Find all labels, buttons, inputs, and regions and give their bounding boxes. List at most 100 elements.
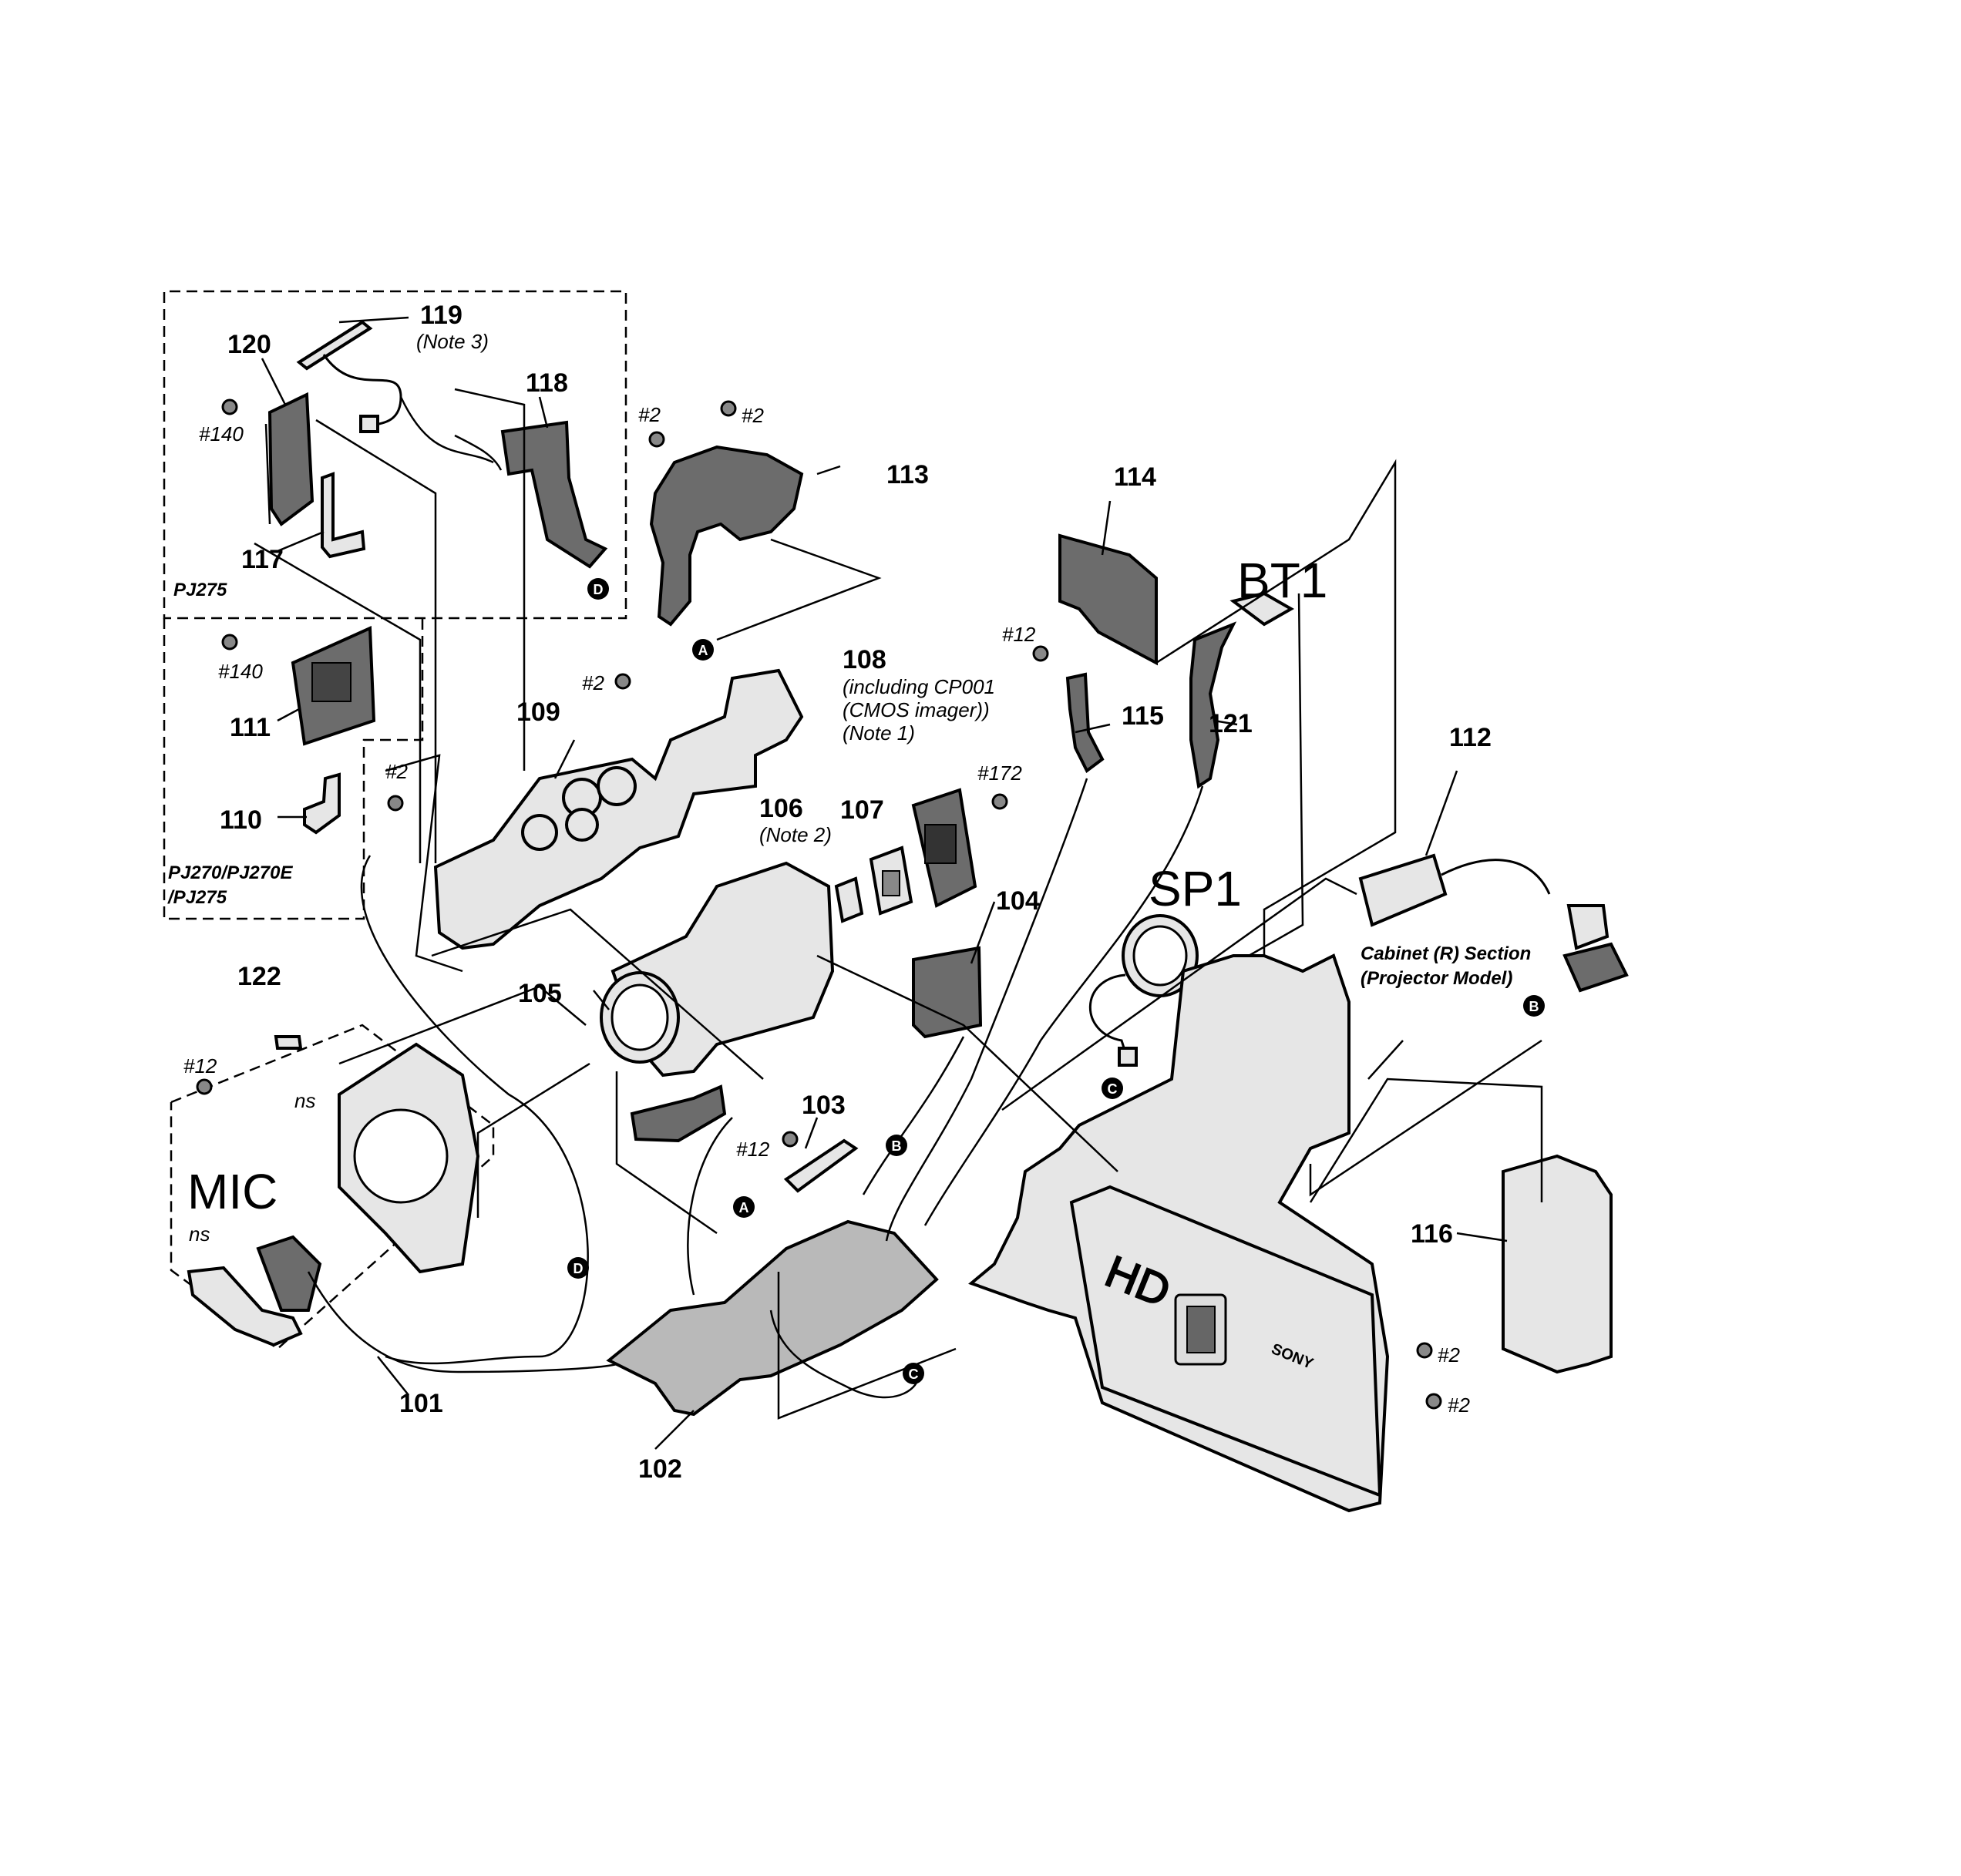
label-104: 104 xyxy=(996,886,1040,916)
label-112: 112 xyxy=(1449,723,1492,752)
part-104-block xyxy=(912,946,983,1039)
part-103-bracket xyxy=(783,1138,859,1193)
label-screw-2-c: #2 xyxy=(582,671,604,694)
part-122-rod xyxy=(274,1035,303,1050)
label-102: 102 xyxy=(638,1454,682,1484)
label-113: 113 xyxy=(886,460,929,489)
part-121-flex xyxy=(1189,621,1237,789)
label-pj270-line2: /PJ275 xyxy=(167,887,227,908)
ref-marker-c xyxy=(1102,1078,1123,1099)
mic-assembly xyxy=(187,1235,322,1347)
label-including-cp001: (including CP001 xyxy=(843,675,995,698)
part-107-filter xyxy=(869,846,913,916)
label-121: 121 xyxy=(1209,709,1253,738)
screw-icon xyxy=(221,398,238,415)
part-105-lens-block xyxy=(600,861,835,1078)
label-cabinet-line2: (Projector Model) xyxy=(1361,968,1512,989)
label-screw-2-b: #2 xyxy=(742,404,764,427)
label-mic: MIC xyxy=(187,1164,278,1219)
part-101-front-frame xyxy=(338,1042,480,1274)
label-118: 118 xyxy=(526,368,568,398)
ref-marker-c2 xyxy=(903,1363,924,1384)
part-119-flex-cable xyxy=(296,320,402,433)
label-106: 106 xyxy=(759,794,803,823)
label-cmos-imager: (CMOS imager)) xyxy=(843,698,990,721)
part-114-board xyxy=(1058,533,1158,666)
screw-icon xyxy=(720,400,737,417)
leader-lines xyxy=(254,316,1543,1450)
label-107: 107 xyxy=(840,795,884,825)
ref-marker-b2-label: B xyxy=(1529,999,1539,1014)
screw-icon xyxy=(387,795,404,812)
label-screw-2-d: #2 xyxy=(385,760,408,783)
sp1-speaker xyxy=(1088,914,1199,1067)
part-118-flex-board xyxy=(500,420,608,569)
part-120-bracket xyxy=(264,392,314,526)
pj275-option-box xyxy=(163,290,627,620)
part-113-flex xyxy=(649,445,804,627)
ref-marker-b xyxy=(886,1135,907,1156)
ref-marker-d xyxy=(587,578,609,600)
label-screw-2-f: #2 xyxy=(1448,1394,1470,1417)
ref-marker-d2-label: D xyxy=(574,1261,584,1276)
label-103: 103 xyxy=(802,1091,846,1120)
label-117: 117 xyxy=(241,545,284,574)
label-pj270-line1: PJ270/PJ270E xyxy=(168,862,293,883)
ref-marker-a xyxy=(692,639,714,661)
label-screw-140-b: #140 xyxy=(218,660,263,683)
label-110: 110 xyxy=(220,805,262,835)
label-note-1: (Note 1) xyxy=(843,721,915,745)
label-note-3: (Note 3) xyxy=(416,330,489,353)
ref-marker-d2 xyxy=(567,1257,589,1279)
label-115: 115 xyxy=(1122,701,1164,731)
screw-icon xyxy=(614,673,631,690)
screw-icon xyxy=(991,793,1008,810)
label-ns-b: ns xyxy=(189,1222,210,1246)
cabinet-body xyxy=(968,953,1390,1513)
reference-markers: D A A B D C C B xyxy=(567,578,1545,1384)
part-labels: 119 (Note 3) 120 118 #140 117 PJ275 #2 #… xyxy=(167,301,1531,1484)
part-115-flex xyxy=(1065,672,1105,774)
label-cabinet-line1: Cabinet (R) Section xyxy=(1361,943,1531,964)
ref-marker-c-label: C xyxy=(1108,1081,1118,1097)
ref-marker-b2 xyxy=(1523,995,1545,1017)
label-bt1: BT1 xyxy=(1237,553,1327,608)
part-112-connector xyxy=(1358,853,1629,993)
label-119: 119 xyxy=(420,301,462,330)
screw-icon xyxy=(196,1078,213,1095)
label-screw-12-b: #12 xyxy=(183,1054,217,1078)
label-120: 120 xyxy=(227,330,271,359)
screw-icon xyxy=(1032,645,1049,662)
label-116: 116 xyxy=(1411,1219,1453,1249)
bt1-battery xyxy=(1229,591,1295,627)
label-screw-2-e: #2 xyxy=(1438,1343,1460,1367)
ref-marker-c2-label: C xyxy=(909,1367,919,1382)
part-117-bracket xyxy=(321,472,366,559)
ref-marker-a-label: A xyxy=(698,643,708,658)
ref-marker-d-label: D xyxy=(594,582,604,597)
mic-assembly-box xyxy=(170,1024,495,1350)
ref-marker-b-label: B xyxy=(892,1138,902,1154)
label-109: 109 xyxy=(516,698,560,727)
part-116-cover xyxy=(1502,1154,1613,1374)
part-105-shield xyxy=(630,1084,727,1143)
ref-marker-a2-label: A xyxy=(739,1200,749,1215)
label-ns-a: ns xyxy=(294,1089,315,1112)
screw-icon xyxy=(1425,1393,1442,1410)
label-108: 108 xyxy=(843,645,886,674)
part-109-frame xyxy=(433,668,804,950)
part-111-board xyxy=(291,625,376,746)
screw-icon xyxy=(782,1131,799,1148)
part-110-bracket xyxy=(303,772,341,835)
ref-marker-a2 xyxy=(733,1196,755,1218)
label-screw-172: #172 xyxy=(977,761,1022,785)
label-101: 101 xyxy=(399,1389,443,1418)
label-pj275: PJ275 xyxy=(173,580,227,600)
label-screw-2-a: #2 xyxy=(638,403,661,426)
label-note-2: (Note 2) xyxy=(759,823,832,846)
screw-icon xyxy=(221,634,238,651)
label-105: 105 xyxy=(518,979,562,1008)
label-122: 122 xyxy=(237,962,281,991)
screw-icon xyxy=(1416,1342,1433,1359)
